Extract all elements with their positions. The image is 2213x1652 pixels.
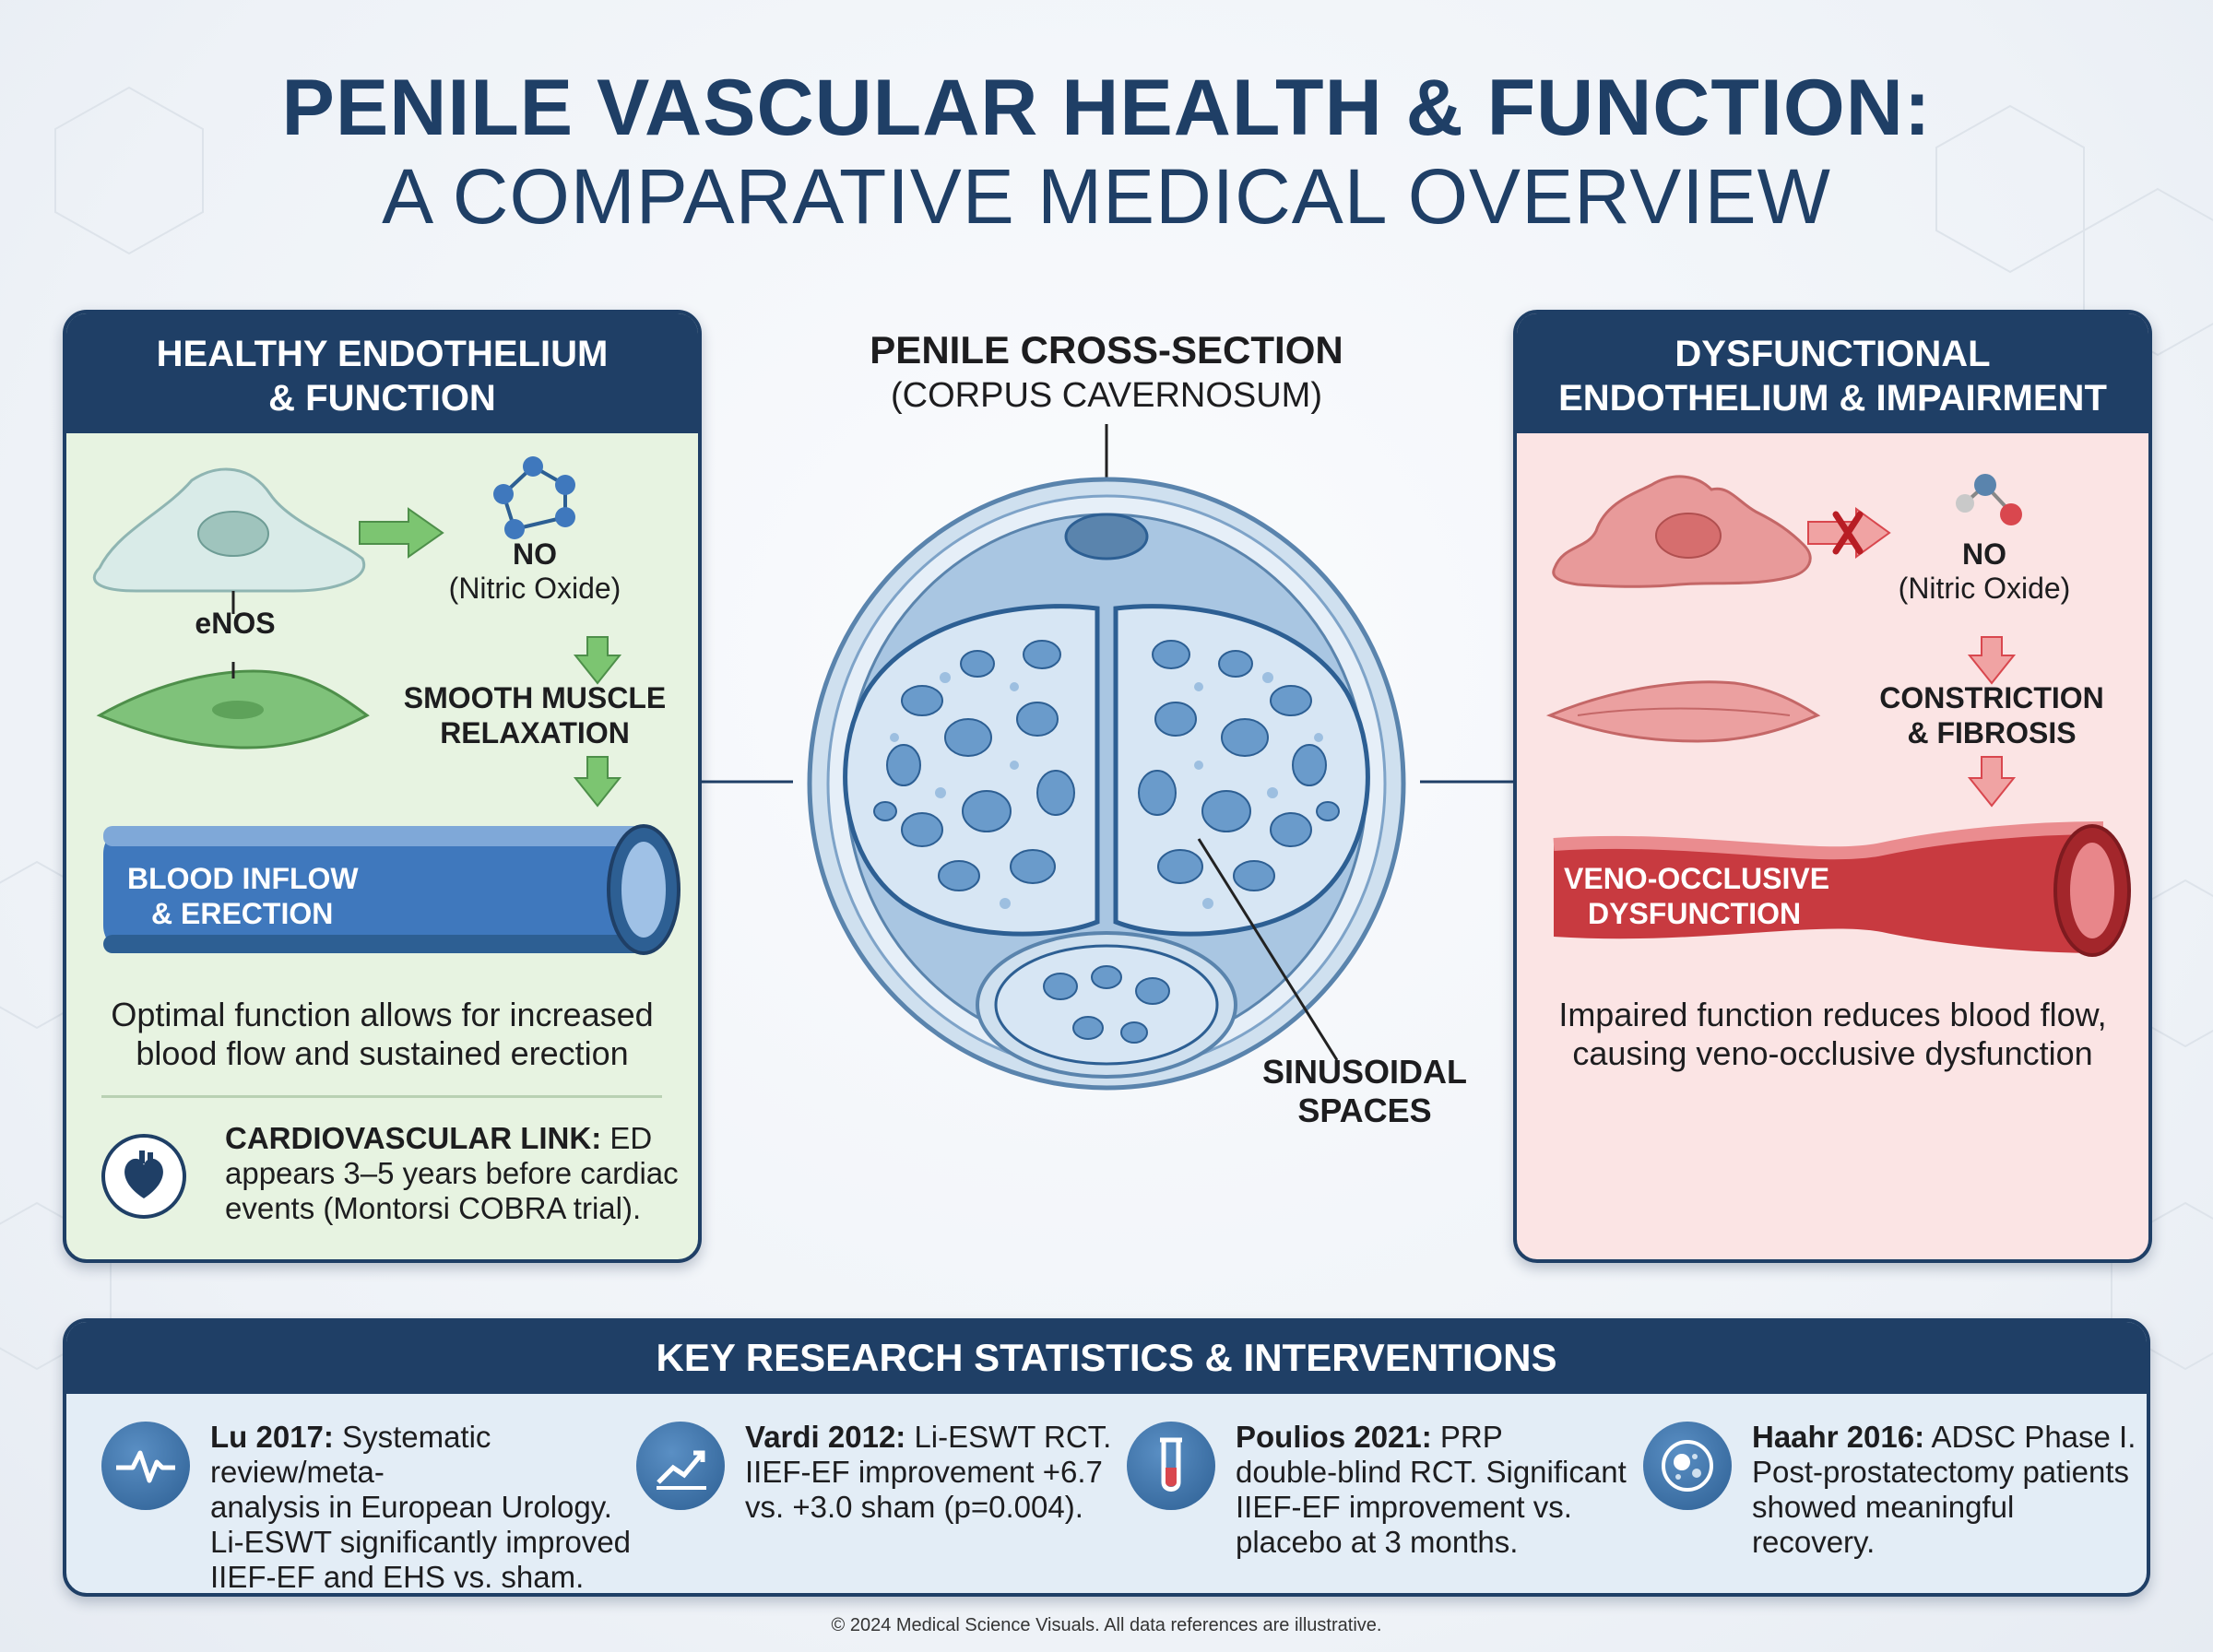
nitric-oxide-molecule-icon [1956, 474, 2022, 525]
page-subtitle: A COMPARATIVE MEDICAL OVERVIEW [382, 153, 1831, 240]
cardiovascular-link-text: CARDIOVASCULAR LINK: ED appears 3–5 year… [225, 1121, 679, 1225]
stat-vardi-2012: Vardi 2012: Li-ESWT RCT. IIEF-EF improve… [745, 1420, 1112, 1524]
cross-section-subtitle: (CORPUS CAVERNOSUM) [891, 376, 1322, 415]
dysfunctional-pathway-illustration [1545, 474, 2131, 957]
red-down-arrow-icon [1967, 636, 2017, 685]
green-down-arrow-icon [573, 756, 622, 808]
nitric-oxide-molecule-icon [493, 456, 575, 539]
penile-cross-section-illustration [807, 424, 1406, 1091]
no-sub-label-dysfunctional: (Nitric Oxide) [1898, 572, 2071, 605]
healthy-blood-vessel-icon [103, 824, 680, 955]
veno-occlusive-label: VENO-OCCLUSIVE DYSFUNCTION [1564, 862, 1830, 930]
healthy-description: Optimal function allows for increased bl… [111, 996, 654, 1072]
footer-copyright: © 2024 Medical Science Visuals. All data… [831, 1615, 1382, 1635]
constriction-fibrosis-label: CONSTRICTION & FIBROSIS [1879, 681, 2104, 749]
research-panel-header: KEY RESEARCH STATISTICS & INTERVENTIONS [66, 1322, 2147, 1394]
stat-haahr-2016: Haahr 2016: ADSC Phase I. Post-prostatec… [1752, 1420, 2136, 1559]
damaged-endothelial-cell-icon [1552, 475, 1812, 588]
x-mark-icon [1832, 511, 1864, 555]
stat-poulios-2021: Poulios 2021: PRP double-blind RCT. Sign… [1236, 1420, 1627, 1559]
divider [101, 1095, 662, 1098]
dysfunctional-endothelium-panel: DYSFUNCTIONAL ENDOTHELIUM & IMPAIRMENT [1513, 310, 2152, 1263]
test-tube-icon [1127, 1422, 1215, 1510]
red-down-arrow-icon [1967, 756, 2017, 808]
healthy-endothelium-panel: HEALTHY ENDOTHELIUM & FUNCTION [63, 310, 702, 1263]
enos-label: eNOS [195, 607, 276, 640]
page-title: PENILE VASCULAR HEALTH & FUNCTION: [281, 64, 1932, 152]
blood-inflow-label: BLOOD INFLOW & ERECTION [127, 862, 359, 930]
stat-lu-2017: Lu 2017: Systematic review/meta- analysi… [210, 1420, 632, 1594]
sinusoidal-spaces-label: SINUSOIDAL SPACES [1261, 1053, 1467, 1129]
green-down-arrow-icon [573, 636, 622, 685]
smooth-muscle-relaxation-label: SMOOTH MUSCLE RELAXATION [403, 681, 667, 749]
smooth-muscle-cell-icon [96, 669, 370, 749]
heart-icon [101, 1134, 186, 1219]
corpus-spongiosum [976, 931, 1237, 1079]
stem-cell-icon [1643, 1422, 1732, 1510]
healthy-panel-header: HEALTHY ENDOTHELIUM & FUNCTION [66, 313, 698, 433]
smooth-muscle-cell-icon [1545, 680, 1821, 743]
no-label-dysfunctional: NO [1962, 537, 2006, 571]
healthy-pathway-illustration [92, 456, 680, 955]
no-label: NO [513, 537, 557, 571]
dysfunctional-description: Impaired function reduces blood flow, ca… [1558, 996, 2107, 1072]
endothelial-cell-icon [92, 467, 366, 593]
heartbeat-icon [101, 1422, 190, 1510]
green-arrow-icon [359, 507, 444, 559]
cross-section-title: PENILE CROSS-SECTION [870, 328, 1343, 372]
no-sub-label: (Nitric Oxide) [448, 572, 621, 605]
dysfunctional-panel-header: DYSFUNCTIONAL ENDOTHELIUM & IMPAIRMENT [1517, 313, 2148, 433]
trend-chart-icon [636, 1422, 725, 1510]
constricted-blood-vessel-icon [1553, 821, 2131, 957]
research-statistics-panel: KEY RESEARCH STATISTICS & INTERVENTIONS [63, 1318, 2150, 1597]
